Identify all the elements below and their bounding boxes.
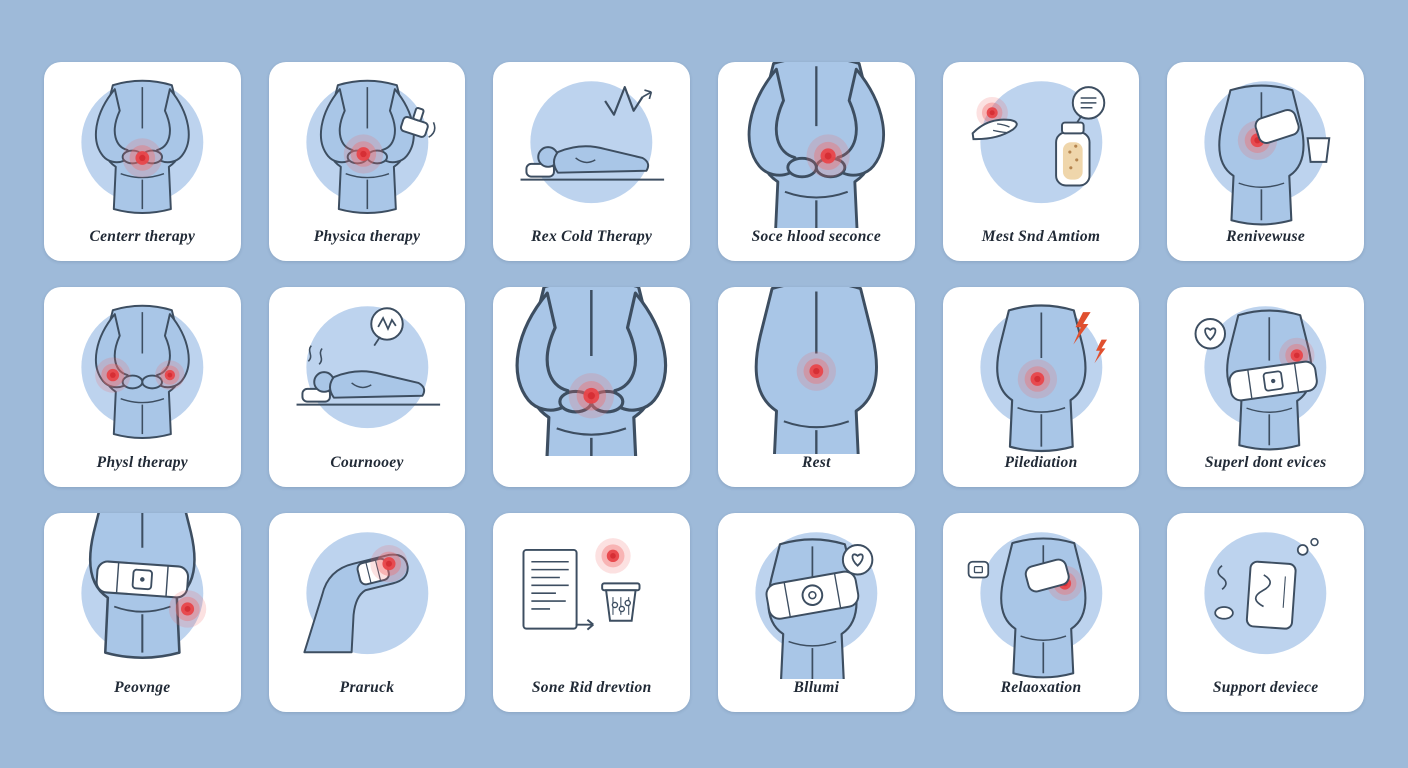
card-label: Soce hlood seconce bbox=[751, 228, 882, 246]
therapy-card: Rex Cold Therapy bbox=[493, 62, 690, 262]
illustration-area bbox=[718, 287, 915, 454]
therapy-card: Superl dont evices bbox=[1167, 287, 1364, 487]
therapy-card: Mest Snd Amtiom bbox=[942, 62, 1140, 262]
back-two-pain-spots-icon bbox=[81, 305, 204, 440]
card-label: Rex Cold Therapy bbox=[531, 228, 653, 246]
heat-pack-bubble-icon bbox=[967, 531, 1102, 679]
therapy-card: Physl therapy bbox=[44, 287, 241, 487]
illustration-area bbox=[1167, 513, 1364, 679]
illustration-area bbox=[44, 287, 241, 453]
therapy-card: Peovnge bbox=[44, 512, 241, 712]
therapy-card: Praruck bbox=[268, 512, 466, 712]
illustration-area bbox=[493, 513, 690, 679]
back-pain-arm-raised-icon bbox=[747, 62, 886, 229]
card-label: Cournooey bbox=[330, 453, 404, 471]
lying-person-heartbeat-icon bbox=[519, 81, 666, 204]
heat-pack-back-icon bbox=[1204, 81, 1331, 226]
card-label: Physl therapy bbox=[96, 453, 188, 471]
illustration-area bbox=[718, 513, 915, 679]
card-label: Centerr therapy bbox=[89, 228, 196, 246]
lumbar-brace-dial-icon bbox=[755, 531, 878, 679]
therapy-card: Support deviece bbox=[1167, 512, 1364, 712]
knee-brace-pain-icon bbox=[303, 531, 428, 654]
card-label: Superl dont evices bbox=[1204, 453, 1327, 471]
back-brace-heart-icon bbox=[1194, 306, 1327, 451]
therapy-card: Relaoxation bbox=[942, 512, 1140, 712]
card-label: Physica therapy bbox=[313, 228, 421, 246]
illustration-area bbox=[269, 513, 466, 679]
illustration-area bbox=[943, 287, 1140, 453]
card-label bbox=[493, 456, 690, 487]
therapy-card: Sone Rid drevtion bbox=[493, 512, 690, 712]
back-pain-hands-icon bbox=[81, 79, 204, 214]
support-device-icon bbox=[1204, 531, 1327, 654]
therapy-card: Physica therapy bbox=[268, 62, 466, 262]
illustration-area bbox=[1167, 287, 1364, 453]
illustration-area bbox=[44, 62, 241, 228]
illustration-area bbox=[269, 62, 466, 228]
massage-tool-back-icon bbox=[306, 79, 441, 214]
illustration-area bbox=[1167, 62, 1364, 228]
therapy-card: Renivewuse bbox=[1167, 62, 1364, 262]
illustration-area bbox=[44, 512, 241, 679]
therapy-card: Cournooey bbox=[268, 287, 466, 487]
large-back-pain-icon bbox=[515, 287, 668, 456]
illustration-area bbox=[943, 513, 1140, 679]
therapy-card: Rest bbox=[718, 287, 915, 487]
card-label: Praruck bbox=[339, 678, 395, 696]
hand-medicine-jar-icon bbox=[969, 81, 1105, 204]
therapy-card bbox=[493, 287, 690, 487]
therapy-card: Pilediation bbox=[942, 287, 1140, 487]
card-label: Bllumi bbox=[793, 678, 840, 696]
pain-lightning-icon bbox=[980, 304, 1107, 453]
therapy-card: Soce hlood seconce bbox=[718, 62, 915, 262]
card-label: Pilediation bbox=[1004, 453, 1078, 471]
therapy-card: Bllumi bbox=[718, 512, 915, 712]
illustration-area bbox=[493, 62, 690, 228]
waist-belt-pain-icon bbox=[81, 512, 207, 659]
card-label: Peovnge bbox=[114, 678, 171, 696]
card-label: Mest Snd Amtiom bbox=[981, 228, 1101, 246]
upper-back-pain-icon bbox=[754, 287, 878, 454]
illustration-area bbox=[943, 62, 1140, 228]
card-label: Sone Rid drevtion bbox=[531, 678, 652, 696]
illustration-area bbox=[269, 287, 466, 453]
card-label: Renivewuse bbox=[1226, 228, 1306, 246]
document-pill-cup-icon bbox=[522, 537, 641, 631]
therapy-card: Centerr therapy bbox=[44, 62, 241, 262]
card-label: Rest bbox=[801, 453, 831, 471]
illustration-area bbox=[493, 287, 690, 456]
resting-person-bubble-icon bbox=[295, 306, 441, 429]
card-label: Relaoxation bbox=[1000, 678, 1082, 696]
illustration-area bbox=[718, 62, 915, 229]
card-label: Support deviece bbox=[1212, 678, 1319, 696]
